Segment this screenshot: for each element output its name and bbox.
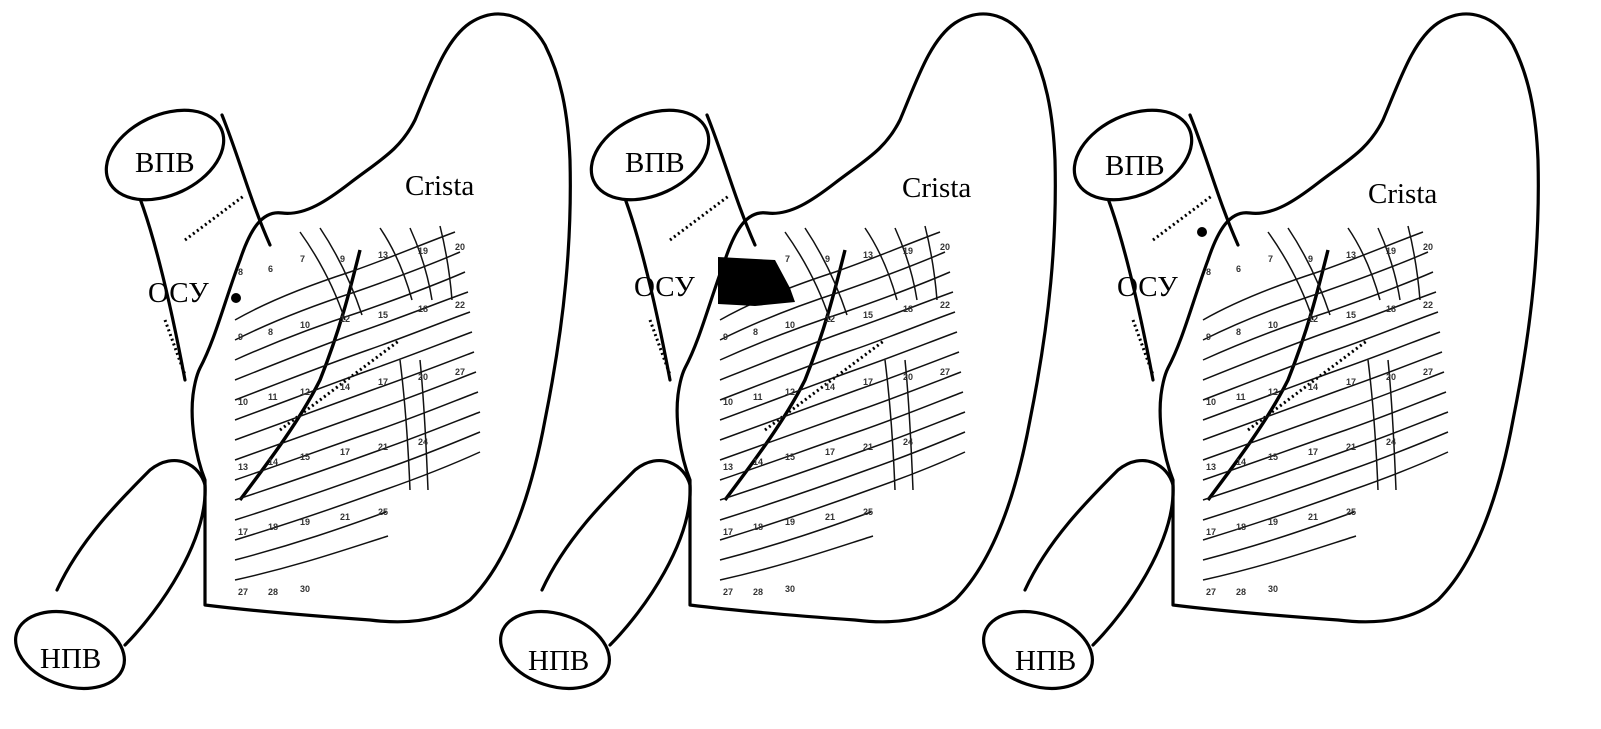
- svc-label: ВПВ: [1105, 150, 1165, 182]
- svc-label: ВПВ: [135, 147, 195, 179]
- svc-label: ВПВ: [625, 147, 685, 179]
- sinus-node-label: ОСУ: [634, 271, 695, 303]
- crista-label: Crista: [405, 170, 474, 202]
- ivc-label: НПВ: [528, 645, 589, 677]
- panel-left: ВПВ Crista ОСУ НПВ: [3, 12, 573, 704]
- pacing-site-marker: [1197, 227, 1207, 237]
- conduction-block-region: [718, 257, 795, 306]
- ivc-label: НПВ: [1015, 645, 1076, 677]
- ivc-label: НПВ: [40, 643, 101, 675]
- crista-label: Crista: [902, 172, 971, 204]
- sinus-node-label: ОСУ: [1117, 271, 1178, 303]
- panel-right: ВПВ Crista ОСУ НПВ: [971, 12, 1541, 704]
- crista-label: Crista: [1368, 178, 1437, 210]
- sinus-node-label: ОСУ: [148, 277, 209, 309]
- pacing-site-marker: [231, 293, 241, 303]
- panel-middle: ВПВ Crista ОСУ НПВ: [488, 12, 1058, 704]
